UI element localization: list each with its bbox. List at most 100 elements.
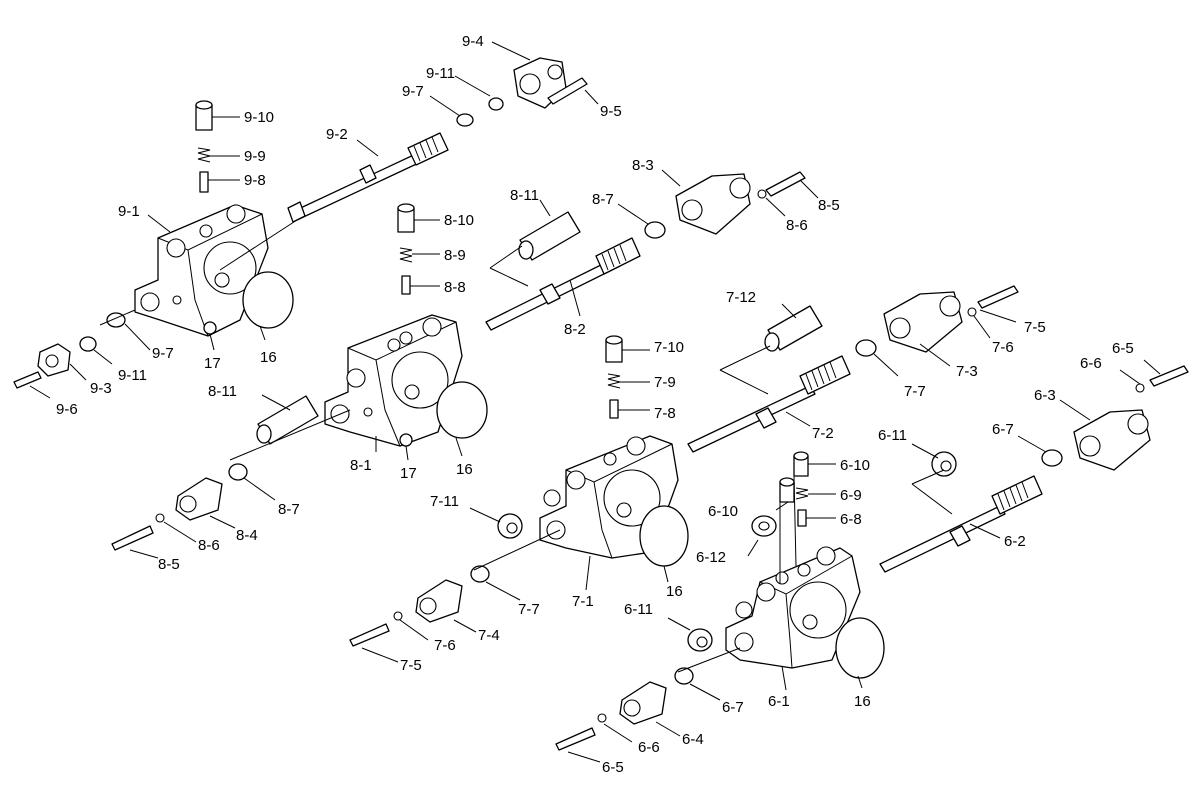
section-8	[111, 171, 806, 551]
spring-7-9	[607, 373, 621, 389]
part-labels: 9-4 9-11 9-7 9-5 9-10 9-9 9-8 9-2 9-1 9-…	[56, 33, 1134, 776]
seal-16-d	[835, 617, 885, 679]
plug-8-10	[397, 203, 415, 233]
section-7	[349, 285, 1019, 647]
label-8-11-top: 8-11	[510, 187, 539, 204]
washer-6-6-bottom	[597, 713, 607, 723]
oring-17-b	[399, 433, 413, 447]
label-7-7-bottom: 7-7	[518, 601, 540, 618]
plug-6-11-bottom	[687, 628, 713, 652]
label-9-5: 9-5	[600, 103, 622, 120]
check-8-11-top	[518, 211, 581, 261]
piston-8-8	[401, 275, 411, 295]
label-8-11-bottom: 8-11	[208, 383, 237, 400]
label-6-12: 6-12	[696, 549, 726, 566]
label-16-b: 16	[456, 461, 473, 478]
label-7-10: 7-10	[654, 339, 684, 356]
label-7-11: 7-11	[430, 493, 459, 510]
label-7-12: 7-12	[726, 289, 756, 306]
label-6-11-top: 6-11	[878, 427, 907, 444]
label-6-10-right: 6-10	[840, 457, 870, 474]
oring-6-7-top	[1041, 449, 1063, 467]
label-7-1: 7-1	[572, 593, 594, 610]
piston-6-8	[797, 509, 807, 527]
section-9	[13, 57, 588, 389]
label-8-8: 8-8	[444, 279, 466, 296]
cap-7-4	[415, 579, 463, 623]
label-6-7-top: 6-7	[992, 421, 1014, 438]
spring-9-9	[197, 147, 211, 163]
seal-16-b	[436, 381, 488, 439]
oring-8-7-bottom	[228, 463, 248, 481]
leader-lines	[29, 41, 1161, 763]
cap-6-4	[619, 681, 667, 725]
label-7-2: 7-2	[812, 425, 834, 442]
label-8-7-bottom: 8-7	[278, 501, 300, 518]
bolt-7-5-top	[977, 285, 1019, 309]
label-7-6-bottom: 7-6	[434, 637, 456, 654]
cap-7-3	[883, 291, 963, 353]
label-7-7-top: 7-7	[904, 383, 926, 400]
label-7-3: 7-3	[956, 363, 978, 380]
oring-6-7-bottom	[674, 667, 694, 685]
label-9-1: 9-1	[118, 203, 140, 220]
label-8-2: 8-2	[564, 321, 586, 338]
cap-9-3	[37, 343, 71, 377]
cap-8-3	[675, 173, 751, 235]
bolt-8-5-top	[765, 171, 806, 197]
bolt-9-6	[13, 371, 42, 389]
bolt-7-5-bottom	[349, 623, 390, 647]
bolt-8-5-bottom	[111, 525, 154, 551]
oring-9-7-top	[456, 113, 474, 127]
spool-8-2	[485, 237, 641, 331]
label-9-4: 9-4	[462, 33, 484, 50]
label-8-5-bottom: 8-5	[158, 556, 180, 573]
cap-8-4	[175, 477, 223, 521]
plug-7-10	[605, 335, 623, 363]
label-9-11-top: 9-11	[426, 65, 455, 82]
label-9-10: 9-10	[244, 109, 274, 126]
washer-8-6-bottom	[155, 513, 165, 523]
label-8-1: 8-1	[350, 457, 372, 474]
label-6-10-left: 6-10	[708, 503, 738, 520]
washer-8-6-top	[757, 189, 767, 199]
spool-9-2	[287, 132, 449, 223]
label-17-a: 17	[204, 355, 221, 372]
label-7-8: 7-8	[654, 405, 676, 422]
label-6-3: 6-3	[1034, 387, 1056, 404]
label-9-11-bottom: 9-11	[118, 367, 147, 384]
seal-16-a	[242, 271, 294, 329]
label-6-8: 6-8	[840, 511, 862, 528]
label-7-6-top: 7-6	[992, 339, 1014, 356]
bolt-9-5	[547, 77, 588, 105]
seal-16-c	[639, 505, 689, 567]
label-6-4: 6-4	[682, 731, 704, 748]
label-17-b: 17	[400, 465, 417, 482]
label-8-6-bottom: 8-6	[198, 537, 220, 554]
label-6-9: 6-9	[840, 487, 862, 504]
label-7-5-bottom: 7-5	[400, 657, 422, 674]
washer-7-6-top	[967, 307, 977, 317]
label-8-3: 8-3	[632, 157, 654, 174]
label-7-5-top: 7-5	[1024, 319, 1046, 336]
section-6	[555, 365, 1189, 751]
oring-7-7-bottom	[470, 565, 490, 583]
label-9-6: 9-6	[56, 401, 78, 418]
label-6-11-bottom: 6-11	[624, 601, 653, 618]
label-16-c: 16	[666, 583, 683, 600]
spool-6-2	[879, 475, 1043, 573]
valve-body-8-1	[324, 314, 463, 447]
label-6-5-bottom: 6-5	[602, 759, 624, 776]
oring-8-7-top	[644, 221, 666, 239]
label-6-6-bottom: 6-6	[638, 739, 660, 756]
plug-6-11-top	[931, 451, 957, 477]
valve-body-6-1	[725, 546, 861, 669]
label-9-7-bottom: 9-7	[152, 345, 174, 362]
label-9-8: 9-8	[244, 172, 266, 189]
check-7-12	[764, 305, 823, 352]
label-7-4: 7-4	[478, 627, 500, 644]
check-8-11-bottom	[256, 395, 319, 445]
label-9-3: 9-3	[90, 380, 112, 397]
label-8-6-top: 8-6	[786, 217, 808, 234]
label-16-d: 16	[854, 693, 871, 710]
